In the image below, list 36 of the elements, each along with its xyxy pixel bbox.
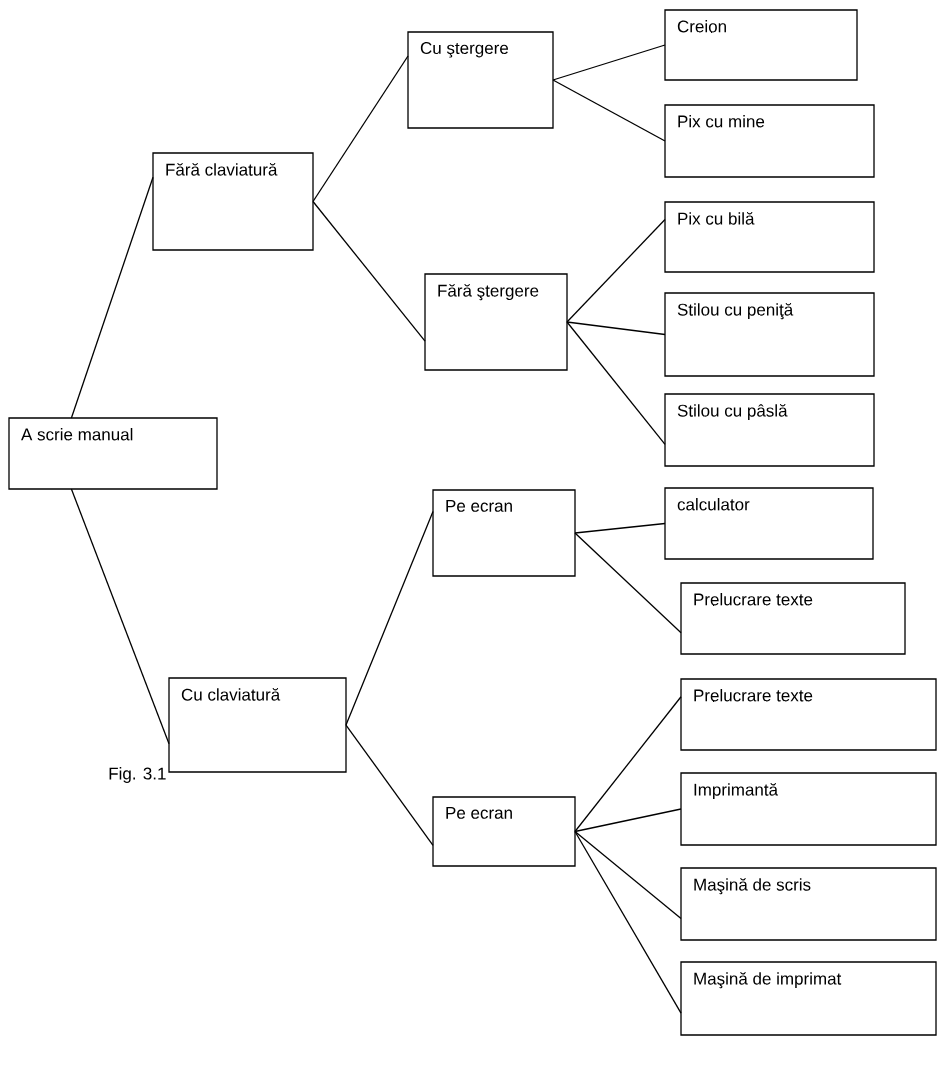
text-box: Pe ecran (432, 489, 576, 577)
text-box: Cu ştergere (407, 31, 554, 129)
connector-line (70, 488, 170, 745)
connector-line (312, 55, 409, 203)
connector-line (70, 176, 154, 419)
text-box: Cu claviatură (168, 677, 347, 773)
text-box: Fără ştergere (424, 273, 568, 371)
text-box: Stilou cu peniţă (664, 292, 875, 377)
text-box: Pix cu mine (664, 104, 875, 178)
text-box: Stilou cu pâslă (664, 393, 875, 467)
connector-line (566, 321, 666, 446)
text-box: Pe ecran (432, 796, 576, 867)
connector-line (574, 522, 666, 534)
text-box: Maşină de scris (680, 867, 937, 941)
text-box: Pix cu bilă (664, 201, 875, 273)
connector-line (566, 321, 666, 336)
connector-line (345, 510, 434, 726)
text-box: Creion (664, 9, 858, 81)
text-box: Imprimantă (680, 772, 937, 846)
connector-line (345, 724, 434, 846)
text-box: Maşină de imprimat (680, 961, 937, 1036)
text-box: calculator (664, 487, 874, 560)
text-box: Fără claviatură (152, 152, 314, 251)
connector-line (552, 79, 666, 142)
text-box: Prelucrare texte (680, 678, 937, 751)
connector-line (552, 44, 666, 81)
connector-line (574, 696, 682, 833)
figure-caption: Fig. 3.1 (109, 767, 166, 783)
connector-line (574, 830, 682, 1014)
connector-line (312, 200, 426, 342)
connector-line (566, 218, 666, 323)
connector-line (574, 532, 682, 634)
connector-line (574, 808, 682, 833)
connector-line (574, 830, 682, 920)
text-box: A scrie manual (8, 417, 218, 490)
text-box: Prelucrare texte (680, 582, 906, 655)
